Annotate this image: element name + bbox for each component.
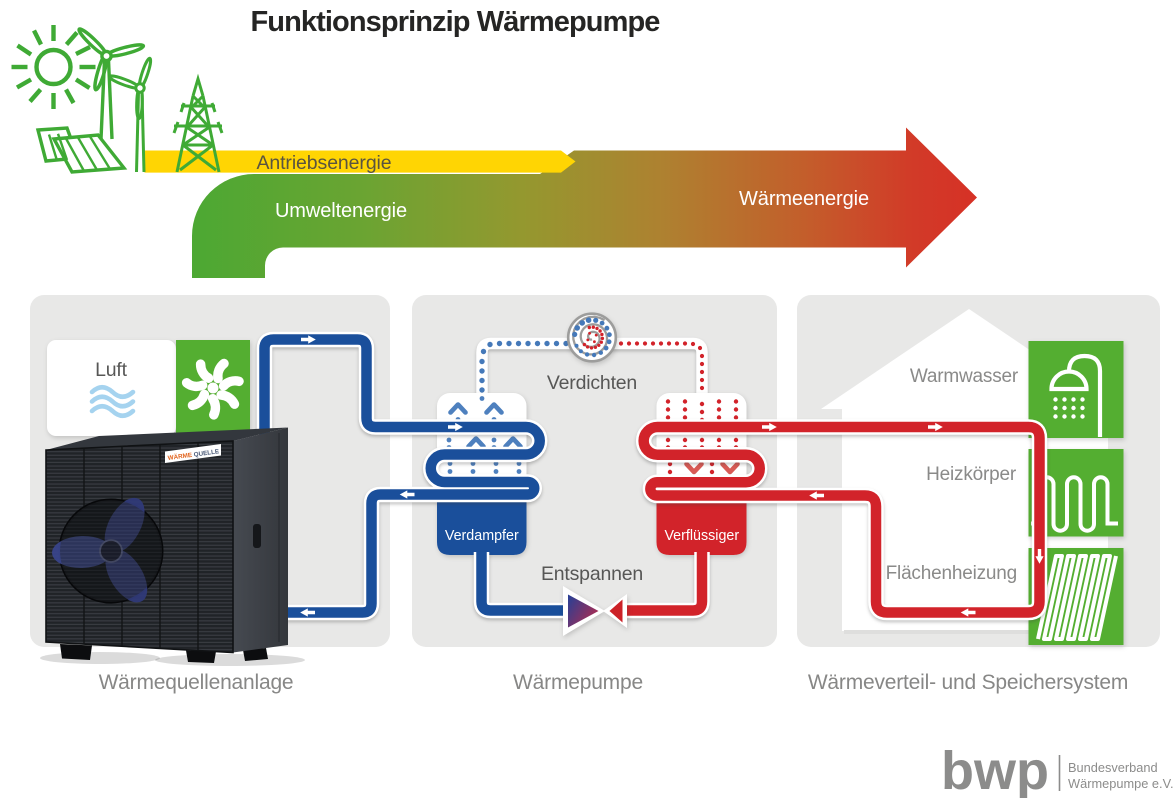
arrow-right-icon: [448, 422, 463, 432]
unit-side-handle: [253, 524, 261, 548]
logo-line2: Wärmepumpe e.V.: [1068, 776, 1174, 791]
page-title: Funktionsprinzip Wärmepumpe: [250, 6, 660, 38]
evaporator-label: Verdampfer: [445, 528, 519, 544]
compressor-red-dots: [582, 325, 605, 350]
unit-fan: [52, 497, 164, 604]
radiator-label: Heizkörper: [926, 464, 1017, 485]
arrow-right-icon: [301, 335, 316, 344]
air-source-card: [47, 340, 176, 436]
wind-turbine-icon-small: [107, 56, 153, 173]
drive-energy-label: Antriebsenergie: [256, 152, 391, 174]
compress-label: Verdichten: [547, 372, 637, 394]
unit-brand-label: WÄRME QUELLE: [165, 444, 221, 463]
arrow-left-icon: [960, 608, 976, 617]
heat-pump-caption: Wärmepumpe: [513, 671, 643, 694]
evaporator-tank: [437, 489, 527, 555]
power-pylon-icon: [172, 73, 224, 173]
drive-energy-arrow: [144, 150, 576, 173]
condenser-tank: [656, 489, 747, 555]
floor-heating-icon: [1036, 554, 1118, 641]
air-label: Luft: [95, 359, 128, 381]
expansion-valve-left: [568, 594, 599, 628]
shower-icon: [1049, 353, 1103, 437]
expand-label: Entspannen: [541, 563, 643, 585]
arrow-down-icon: [1035, 549, 1044, 564]
heat-energy-label: Wärmeenergie: [739, 188, 869, 210]
arrow-left-icon: [300, 608, 315, 617]
bwp-logo-text: bwp: [941, 741, 1049, 798]
floor-heating-label: Flächenheizung: [886, 563, 1017, 584]
condenser-label: Verflüssiger: [664, 528, 739, 544]
sun-icon: [11, 25, 96, 109]
unit-top-face: [46, 427, 288, 450]
environment-energy-band: [192, 127, 977, 278]
hot-water-label: Warmwasser: [910, 366, 1019, 387]
arrow-right-icon: [762, 422, 777, 432]
bwp-logo: bwp Bundesverband Wärmepumpe e.V.: [941, 741, 1174, 798]
renewable-energy-icons: [11, 25, 224, 174]
radiator-icon: [1031, 475, 1118, 533]
arrow-left-icon: [399, 490, 415, 499]
source-caption: Wärmequellenanlage: [99, 671, 294, 694]
compressor-blue-dots: [572, 317, 612, 358]
hot-heating-pipe: [620, 419, 1048, 621]
arrow-right-icon: [928, 422, 943, 432]
environment-energy-label: Umweltenergie: [275, 200, 407, 222]
flow-arrows: [300, 335, 1044, 617]
heat-pump-box: [412, 295, 777, 647]
expansion-valve-right: [609, 599, 623, 623]
fan-icon: [181, 358, 244, 420]
solar-panel-icon: [35, 126, 128, 174]
unit-brand-text-2: QUELLE: [193, 448, 219, 458]
air-waves-icon: [89, 384, 136, 419]
cold-source-pipe: [256, 331, 570, 621]
unit-brand-text-1: WÄRME: [167, 451, 192, 462]
wind-turbine-icon-large: [77, 27, 146, 140]
energy-flow-diagram: Antriebsenergie Umweltenergie Wärmeenerg…: [144, 127, 977, 278]
heat-pump-unit: WÄRME QUELLE: [40, 427, 305, 666]
distribution-caption: Wärmeverteil- und Speichersystem: [808, 671, 1128, 694]
fan-blades: [181, 358, 244, 420]
logo-line1: Bundesverband: [1068, 760, 1158, 775]
arrow-left-icon: [809, 491, 824, 500]
